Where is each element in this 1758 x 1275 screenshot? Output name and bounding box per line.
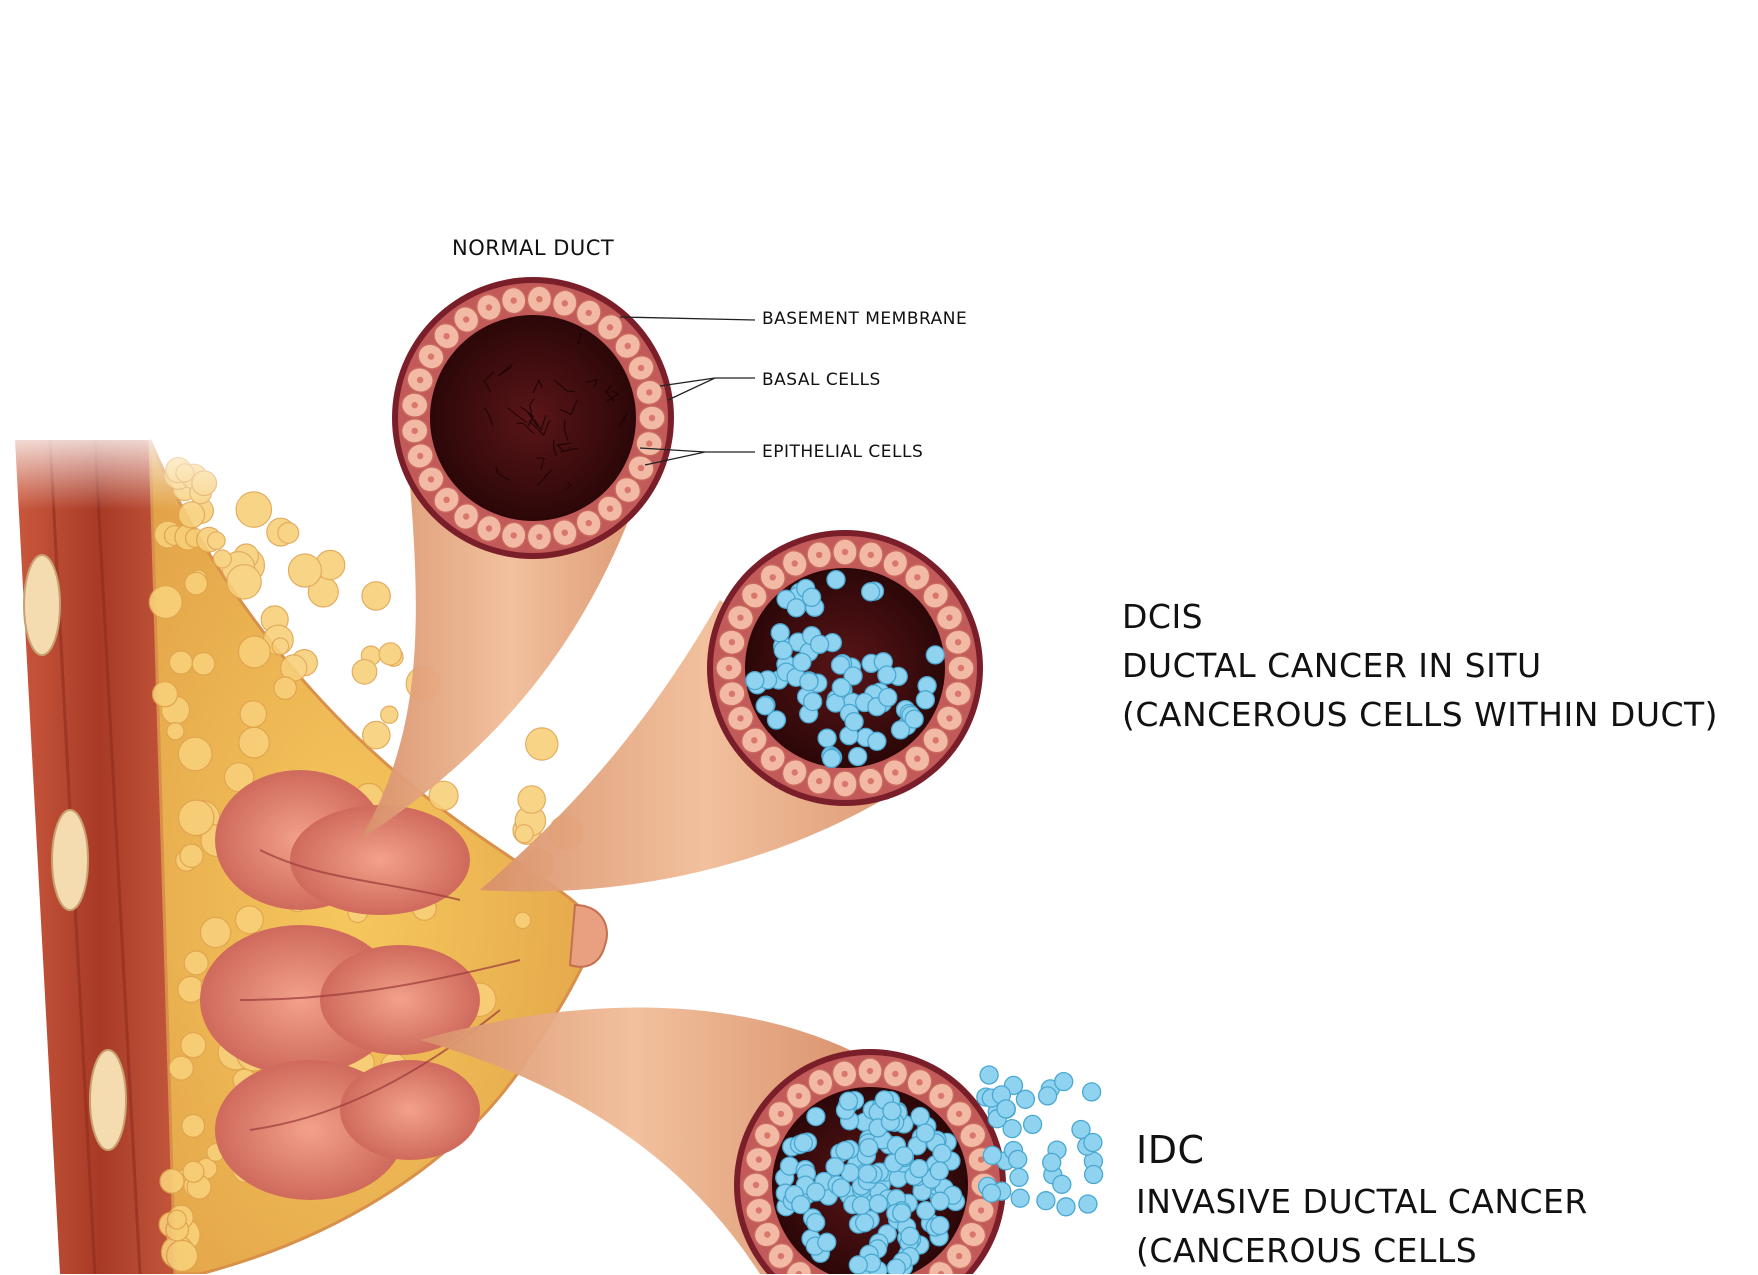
idc-duct-cross-section (734, 1049, 1006, 1274)
normal-duct-title: NORMAL DUCT (452, 236, 615, 260)
rib-2 (51, 809, 89, 911)
dcis-line-1: DUCTAL CANCER IN SITU (1122, 646, 1542, 685)
dcis-duct-cross-section (707, 530, 983, 806)
idc-line-2: (CANCEROUS CELLS (1136, 1231, 1478, 1270)
dcis-heading: DCIS (1122, 597, 1204, 636)
top-fade (0, 420, 240, 510)
nipple (568, 903, 608, 968)
label-basement-membrane: BASEMENT MEMBRANE (762, 309, 968, 329)
label-basal-cells: BASAL CELLS (762, 370, 881, 390)
pectoral-muscle (15, 439, 185, 1274)
lobules (200, 770, 521, 1200)
invading-cancer-cells (976, 1065, 1104, 1217)
cone-dcis (480, 600, 930, 892)
callout-line-basal-cells (659, 377, 755, 401)
label-epithelial-cells: EPITHELIAL CELLS (762, 442, 924, 462)
callout-lines (619, 316, 756, 466)
rib-3 (89, 1049, 127, 1151)
callout-line-epithelial-cells (639, 447, 755, 466)
normal-duct-cross-section (392, 277, 674, 559)
idc-heading: IDC (1136, 1128, 1205, 1172)
idc-line-1: INVASIVE DUCTAL CANCER (1136, 1182, 1588, 1221)
callout-line-basement-membrane (619, 316, 756, 321)
rib-1 (23, 554, 61, 656)
dcis-line-2: (CANCEROUS CELLS WITHIN DUCT) (1122, 695, 1719, 734)
